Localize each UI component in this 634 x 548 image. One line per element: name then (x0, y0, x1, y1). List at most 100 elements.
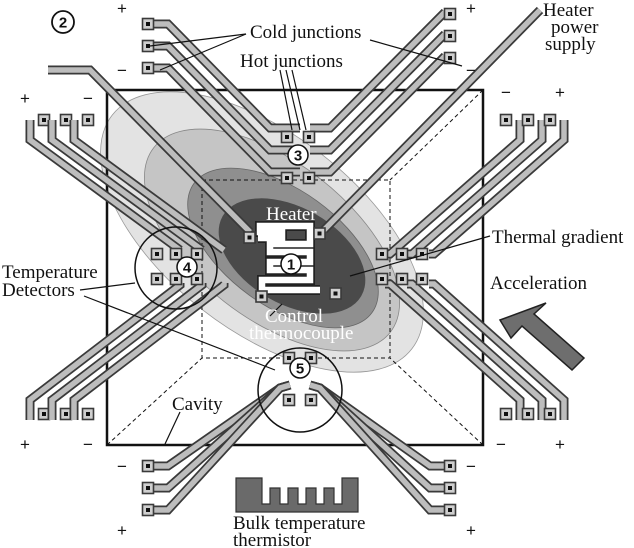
trace-top-right-2 (310, 54, 447, 175)
label-cavity: Cavity (172, 394, 223, 415)
trace-heater-return (48, 67, 252, 234)
junction-pad-12-contact (420, 252, 424, 256)
junction-pad-9-contact (195, 277, 199, 281)
trace-right-lower-2 (429, 281, 567, 420)
pad-left-lower-1-contact (64, 412, 68, 416)
sign-plus-top-left: + (117, 0, 127, 18)
trace-right-upper-2 (429, 120, 567, 257)
junction-pad-7-contact (155, 277, 159, 281)
label-acceleration: Acceleration (490, 273, 588, 294)
junction-pad-1-contact (307, 135, 311, 139)
trace-left-upper-1 (49, 120, 204, 253)
sign-plus-left-top: + (20, 89, 30, 108)
sign-plus-bottom-left: + (117, 521, 127, 540)
label-heater-power-1: Heater (543, 0, 594, 21)
trace-bottom-right-2 (309, 382, 450, 513)
pad-left-lower-0-contact (42, 412, 46, 416)
marker-4-label: 4 (183, 260, 192, 277)
bulk-thermistor (235, 477, 359, 513)
marker-3: 3 (287, 144, 309, 166)
junction-pad-17-contact (309, 356, 313, 360)
marker-5: 5 (289, 357, 311, 379)
junction-pad-3-contact (307, 176, 311, 180)
pad-bottom-left-0-contact (146, 464, 150, 468)
junction-pad-11-contact (400, 252, 404, 256)
pad-top-right-1-contact (448, 34, 452, 38)
junction-pad-19-contact (309, 398, 313, 402)
sign-minus-top-right: − (466, 61, 476, 80)
sign-minus-bottom-left: − (117, 457, 127, 476)
junction-pad-13-contact (380, 277, 384, 281)
leader-lines (79, 33, 491, 445)
junction-pad-14-contact (400, 277, 404, 281)
sign-plus-top-right: + (466, 0, 476, 18)
pad-left-lower-2-contact (86, 412, 90, 416)
label-heater: Heater (266, 204, 317, 225)
pad-left-upper-2-contact (86, 118, 90, 122)
junction-pad-6-contact (195, 252, 199, 256)
label-bulk-thermistor-2: thermistor (233, 530, 312, 548)
sign-minus-right-bottom: − (496, 435, 506, 454)
pad-right-lower-2-contact (548, 412, 552, 416)
sign-plus-right-top: + (555, 83, 565, 102)
pad-right-upper-1-contact (526, 118, 530, 122)
marker-2: 2 (51, 10, 75, 34)
label-hot-junctions: Hot junctions (240, 51, 343, 72)
junction-pad-18-contact (287, 398, 291, 402)
sign-minus-left-top: − (83, 89, 93, 108)
circle-bottom-detectors (257, 347, 343, 433)
acceleration-arrow (498, 302, 586, 372)
circle-temperature-detectors (134, 226, 218, 310)
junction-pad-16-contact (287, 356, 291, 360)
marker-1: 1 (280, 253, 302, 275)
pad-top-right-2-contact (448, 56, 452, 60)
marker-5-label: 5 (296, 361, 304, 378)
pad-top-right-0-contact (448, 12, 452, 16)
junction-pad-8-contact (174, 277, 178, 281)
label-heater-power-2: power (551, 17, 599, 38)
marker-1-label: 1 (287, 257, 295, 274)
pad-right-lower-0-contact (504, 412, 508, 416)
junction-pad-15-contact (420, 277, 424, 281)
pad-left-upper-0-contact (42, 118, 46, 122)
marker-2-label: 2 (59, 15, 67, 32)
pad-bottom-left-2-contact (146, 508, 150, 512)
label-heater-power-3: supply (545, 34, 596, 55)
marker-4: 4 (176, 256, 198, 278)
heater-cell-outline (201, 179, 391, 359)
junction-pad-10-contact (380, 252, 384, 256)
cavity-outline (105, 88, 485, 447)
terminal-signs: + − + − + − − + + − − + − + − + (20, 0, 565, 540)
heater-serpentine (243, 221, 342, 303)
pad-top-left-1-contact (146, 44, 150, 48)
pad-right-upper-0-contact (504, 118, 508, 122)
sign-plus-left-bottom: + (20, 435, 30, 454)
trace-top-right-1 (310, 32, 447, 153)
trace-right-lower-1 (407, 281, 545, 420)
highlight-circles (134, 226, 343, 433)
trace-top-left-1 (148, 43, 300, 153)
pad-top-left-2-contact (146, 66, 150, 70)
sign-minus-top-left: − (117, 61, 127, 80)
trace-bottom-left-2 (148, 382, 291, 513)
thermocouple-traces (25, 6, 569, 517)
trace-top-left-0 (148, 21, 300, 131)
label-control-tc-2: thermocouple (249, 323, 353, 344)
sign-minus-right-top: − (501, 83, 511, 102)
pad-right-lower-1-contact (526, 412, 530, 416)
pad-bottom-right-0-contact (448, 464, 452, 468)
label-control-tc-1: Control (265, 306, 323, 327)
pad-bottom-left-1-contact (146, 486, 150, 490)
pad-bottom-right-2-contact (448, 508, 452, 512)
sign-minus-left-bottom: − (83, 435, 93, 454)
label-temperature-detectors-1: Temperature (2, 262, 98, 283)
junction-pad-5-contact (174, 252, 178, 256)
trace-left-lower-2 (71, 282, 227, 420)
junction-pad-2-contact (285, 176, 289, 180)
trace-left-upper-2 (71, 120, 226, 253)
label-thermal-gradient: Thermal gradient (492, 227, 624, 248)
trace-heater-supply (322, 8, 542, 232)
